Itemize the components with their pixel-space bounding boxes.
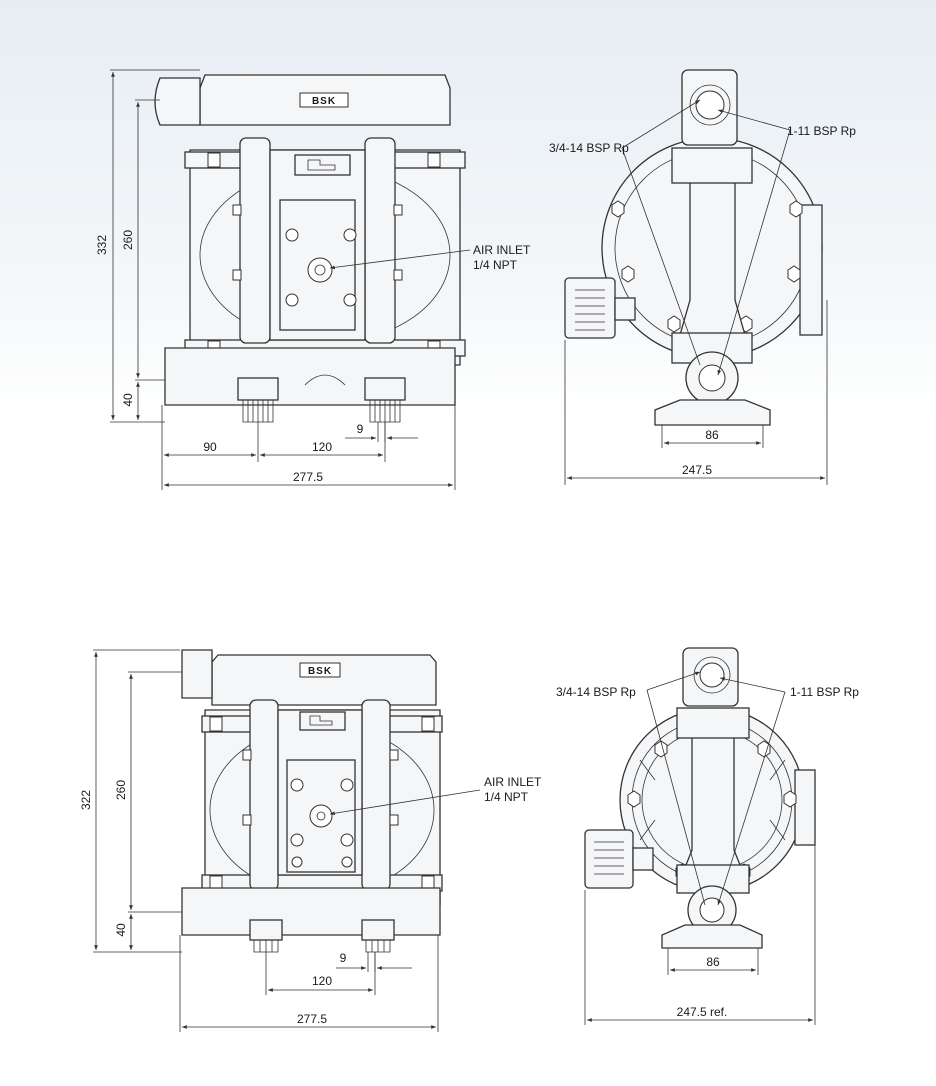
front-view-bottom [93, 649, 481, 1032]
dim-small-width-top: 9 [357, 422, 364, 436]
port-label-left-top: 3/4-14 BSP Rp [549, 141, 629, 155]
air-inlet-label-bottom: AIR INLET [484, 775, 542, 789]
dim-base-height-top: 40 [121, 393, 135, 407]
air-inlet-size-bottom: 1/4 NPT [484, 790, 529, 804]
dim-foot-width-top: 86 [705, 428, 719, 442]
port-label-right-bottom: 1-11 BSP Rp [790, 685, 859, 699]
right-diaphragm-plate [364, 137, 396, 344]
bottom-manifold-b [181, 887, 441, 936]
dim-total-width-top: 277.5 [293, 470, 323, 484]
front-view-top [110, 69, 471, 490]
dim-left-width-top: 90 [203, 440, 217, 454]
dim-small-width-bottom: 9 [340, 951, 347, 965]
side-manifold [679, 179, 746, 336]
side-air-valve-b [584, 829, 634, 889]
dim-side-total-top: 247.5 [682, 463, 712, 477]
left-diaphragm-plate [239, 137, 271, 344]
side-foot [654, 399, 771, 426]
right-foot [364, 377, 406, 401]
dim-side-total-bottom: 247.5 ref. [677, 1005, 728, 1019]
port-label-left-bottom: 3/4-14 BSP Rp [556, 685, 636, 699]
dim-port-height-bottom: 260 [114, 780, 128, 800]
top-port-boss [154, 77, 201, 126]
brand-label-bottom: BSK [308, 666, 332, 677]
air-inlet-size-top: 1/4 NPT [473, 258, 518, 272]
air-inlet-fitting-b [309, 804, 333, 828]
top-manifold-b [211, 654, 437, 706]
dim-total-width-bottom: 277.5 [297, 1012, 327, 1026]
bottom-manifold [164, 347, 456, 406]
dim-base-height-bottom: 40 [114, 923, 128, 937]
side-air-valve [564, 277, 616, 339]
brand-label-top: BSK [312, 96, 336, 107]
dim-foot-width-bottom: 86 [706, 955, 720, 969]
dim-overall-height-bottom: 322 [79, 790, 93, 810]
port-label-right-top: 1-11 BSP Rp [787, 124, 856, 138]
side-view-bottom [584, 647, 816, 1025]
left-foot [237, 377, 279, 401]
side-view-top [564, 69, 828, 485]
dim-center-width-bottom: 120 [312, 974, 332, 988]
dim-port-height-top: 260 [121, 230, 135, 250]
air-inlet-label-top: AIR INLET [473, 243, 531, 257]
air-inlet-fitting [307, 257, 333, 283]
dim-overall-height-top: 332 [95, 235, 109, 255]
dim-center-width-top: 120 [312, 440, 332, 454]
